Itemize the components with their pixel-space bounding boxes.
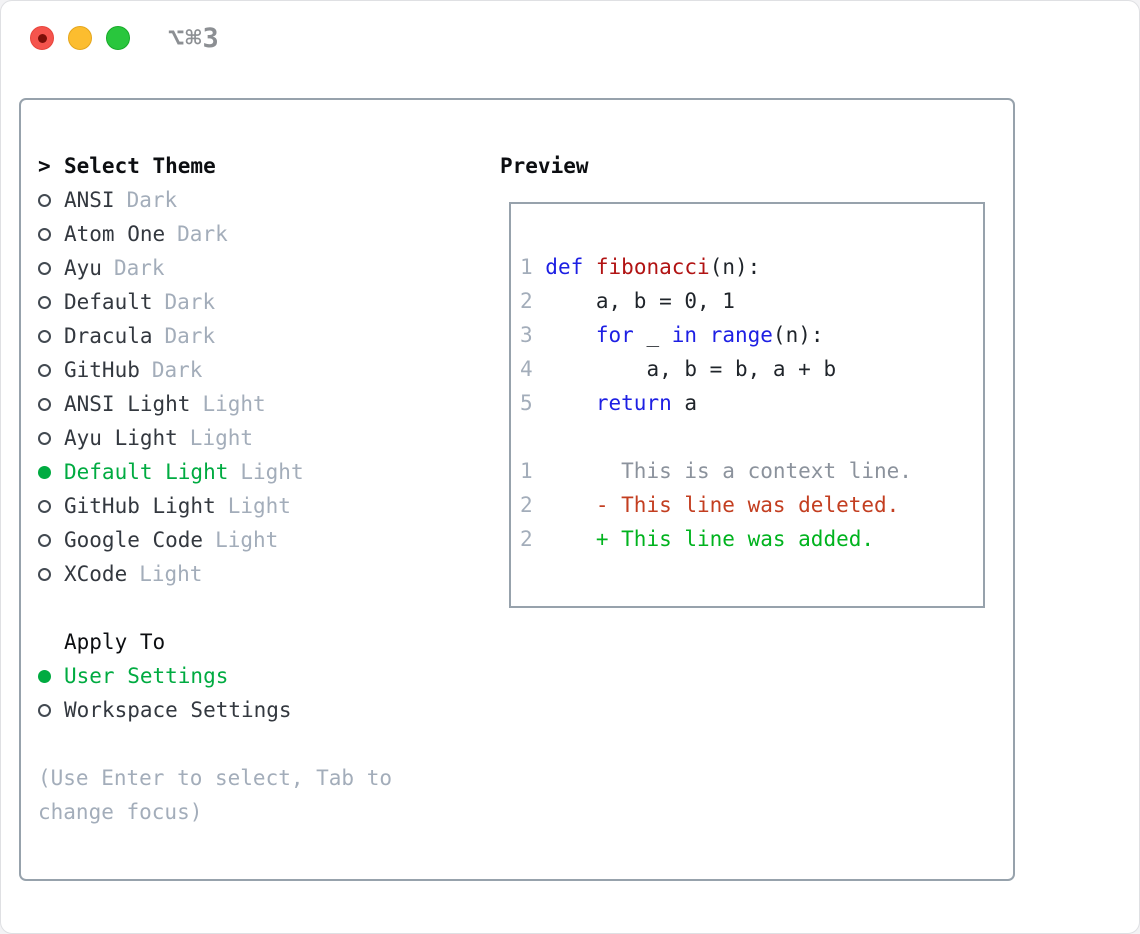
theme-option-ayu[interactable]: Ayu Dark bbox=[38, 251, 448, 285]
theme-option-dracula[interactable]: Dracula Dark bbox=[38, 319, 448, 353]
select-theme-header: > Select Theme bbox=[38, 149, 448, 183]
theme-option-label: Google Code bbox=[64, 528, 204, 552]
theme-option-xcode[interactable]: XCode Light bbox=[38, 557, 448, 591]
theme-variant-tag: Light bbox=[240, 460, 304, 484]
preview-pane: 1 def fibonacci(n): 2 a, b = 0, 1 3 for _ … bbox=[509, 202, 985, 608]
radio-icon bbox=[38, 261, 51, 275]
apply-option-label: Workspace Settings bbox=[64, 698, 292, 722]
close-button[interactable] bbox=[30, 26, 54, 50]
apply-to-header: Apply To bbox=[38, 625, 448, 659]
theme-option-atom-one[interactable]: Atom One Dark bbox=[38, 217, 448, 251]
theme-variant-tag: Light bbox=[189, 426, 254, 450]
radio-icon bbox=[38, 431, 51, 445]
code-line bbox=[520, 420, 983, 454]
code-line: 2 a, b = 0, 1 bbox=[520, 289, 735, 313]
minimize-button[interactable] bbox=[68, 26, 92, 50]
theme-option-label: GitHub bbox=[64, 358, 140, 382]
theme-variant-tag: Dark bbox=[164, 324, 216, 348]
focus-caret-icon: > bbox=[38, 154, 51, 178]
theme-option-label: GitHub Light bbox=[64, 494, 216, 518]
theme-variant-tag: Dark bbox=[164, 290, 216, 314]
apply-option-workspace-settings[interactable]: Workspace Settings bbox=[38, 693, 448, 727]
theme-option-ayu-light[interactable]: Ayu Light Light bbox=[38, 421, 448, 455]
theme-option-ansi[interactable]: ANSI Dark bbox=[38, 183, 448, 217]
traffic-lights bbox=[30, 26, 130, 50]
theme-option-github-light[interactable]: GitHub Light Light bbox=[38, 489, 448, 523]
select-theme-title: Select Theme bbox=[64, 154, 216, 178]
theme-option-github[interactable]: GitHub Dark bbox=[38, 353, 448, 387]
theme-option-label: ANSI bbox=[64, 188, 115, 212]
theme-variant-tag: Light bbox=[227, 494, 291, 518]
radio-icon bbox=[38, 329, 51, 343]
close-dot-icon bbox=[37, 33, 47, 43]
theme-option-label: Ayu bbox=[64, 256, 102, 280]
theme-option-label: Default Light bbox=[64, 460, 229, 484]
radio-icon bbox=[38, 227, 51, 241]
theme-option-label: XCode bbox=[64, 562, 128, 586]
zoom-button[interactable] bbox=[106, 26, 130, 50]
spacer bbox=[38, 591, 448, 625]
preview-title: Preview bbox=[500, 154, 589, 178]
radio-icon bbox=[38, 533, 51, 547]
code-preview: 1 def fibonacci(n): 2 a, b = 0, 1 3 for _ … bbox=[520, 250, 983, 556]
code-line: 5 return a bbox=[520, 391, 698, 415]
theme-variant-tag: Dark bbox=[177, 222, 228, 246]
radio-icon bbox=[38, 193, 51, 207]
keyboard-hint: (Use Enter to select, Tab to change focu… bbox=[38, 766, 393, 824]
radio-selected-icon bbox=[38, 465, 51, 479]
apply-to-title: Apply To bbox=[64, 630, 166, 654]
radio-icon bbox=[38, 499, 51, 513]
code-line: 2 + This line was added. bbox=[520, 527, 875, 551]
apply-option-user-settings[interactable]: User Settings bbox=[38, 659, 448, 693]
theme-option-label: Default bbox=[64, 290, 153, 314]
radio-icon bbox=[38, 295, 51, 309]
theme-option-label: Dracula bbox=[64, 324, 153, 348]
theme-option-ansi-light[interactable]: ANSI Light Light bbox=[38, 387, 448, 421]
radio-icon bbox=[38, 397, 51, 411]
theme-variant-tag: Dark bbox=[126, 188, 178, 212]
code-line: 1 This is a context line. bbox=[520, 459, 912, 483]
radio-icon bbox=[38, 363, 51, 377]
radio-icon bbox=[38, 567, 51, 581]
theme-option-label: Ayu Light bbox=[64, 426, 178, 450]
code-line: 1 def fibonacci(n): bbox=[520, 255, 761, 279]
radio-icon bbox=[38, 703, 51, 717]
theme-variant-tag: Dark bbox=[151, 358, 203, 382]
code-line: 3 for _ in range(n): bbox=[520, 323, 824, 347]
radio-selected-icon bbox=[38, 669, 51, 683]
titlebar: ⌥⌘3 bbox=[1, 1, 1139, 98]
theme-variant-tag: Light bbox=[139, 562, 203, 586]
apply-option-label: User Settings bbox=[64, 664, 229, 688]
theme-variant-tag: Dark bbox=[113, 256, 165, 280]
code-line: 4 a, b = b, a + b bbox=[520, 357, 837, 381]
window-title: ⌥⌘3 bbox=[168, 23, 220, 54]
theme-option-label: Atom One bbox=[64, 222, 166, 246]
theme-option-default[interactable]: Default Dark bbox=[38, 285, 448, 319]
spacer bbox=[38, 727, 448, 761]
theme-option-default-light[interactable]: Default Light Light bbox=[38, 455, 448, 489]
code-line: 2 - This line was deleted. bbox=[520, 493, 900, 517]
theme-variant-tag: Light bbox=[215, 528, 279, 552]
theme-option-google-code[interactable]: Google Code Light bbox=[38, 523, 448, 557]
theme-variant-tag: Light bbox=[202, 392, 266, 416]
theme-option-label: ANSI Light bbox=[64, 392, 191, 416]
